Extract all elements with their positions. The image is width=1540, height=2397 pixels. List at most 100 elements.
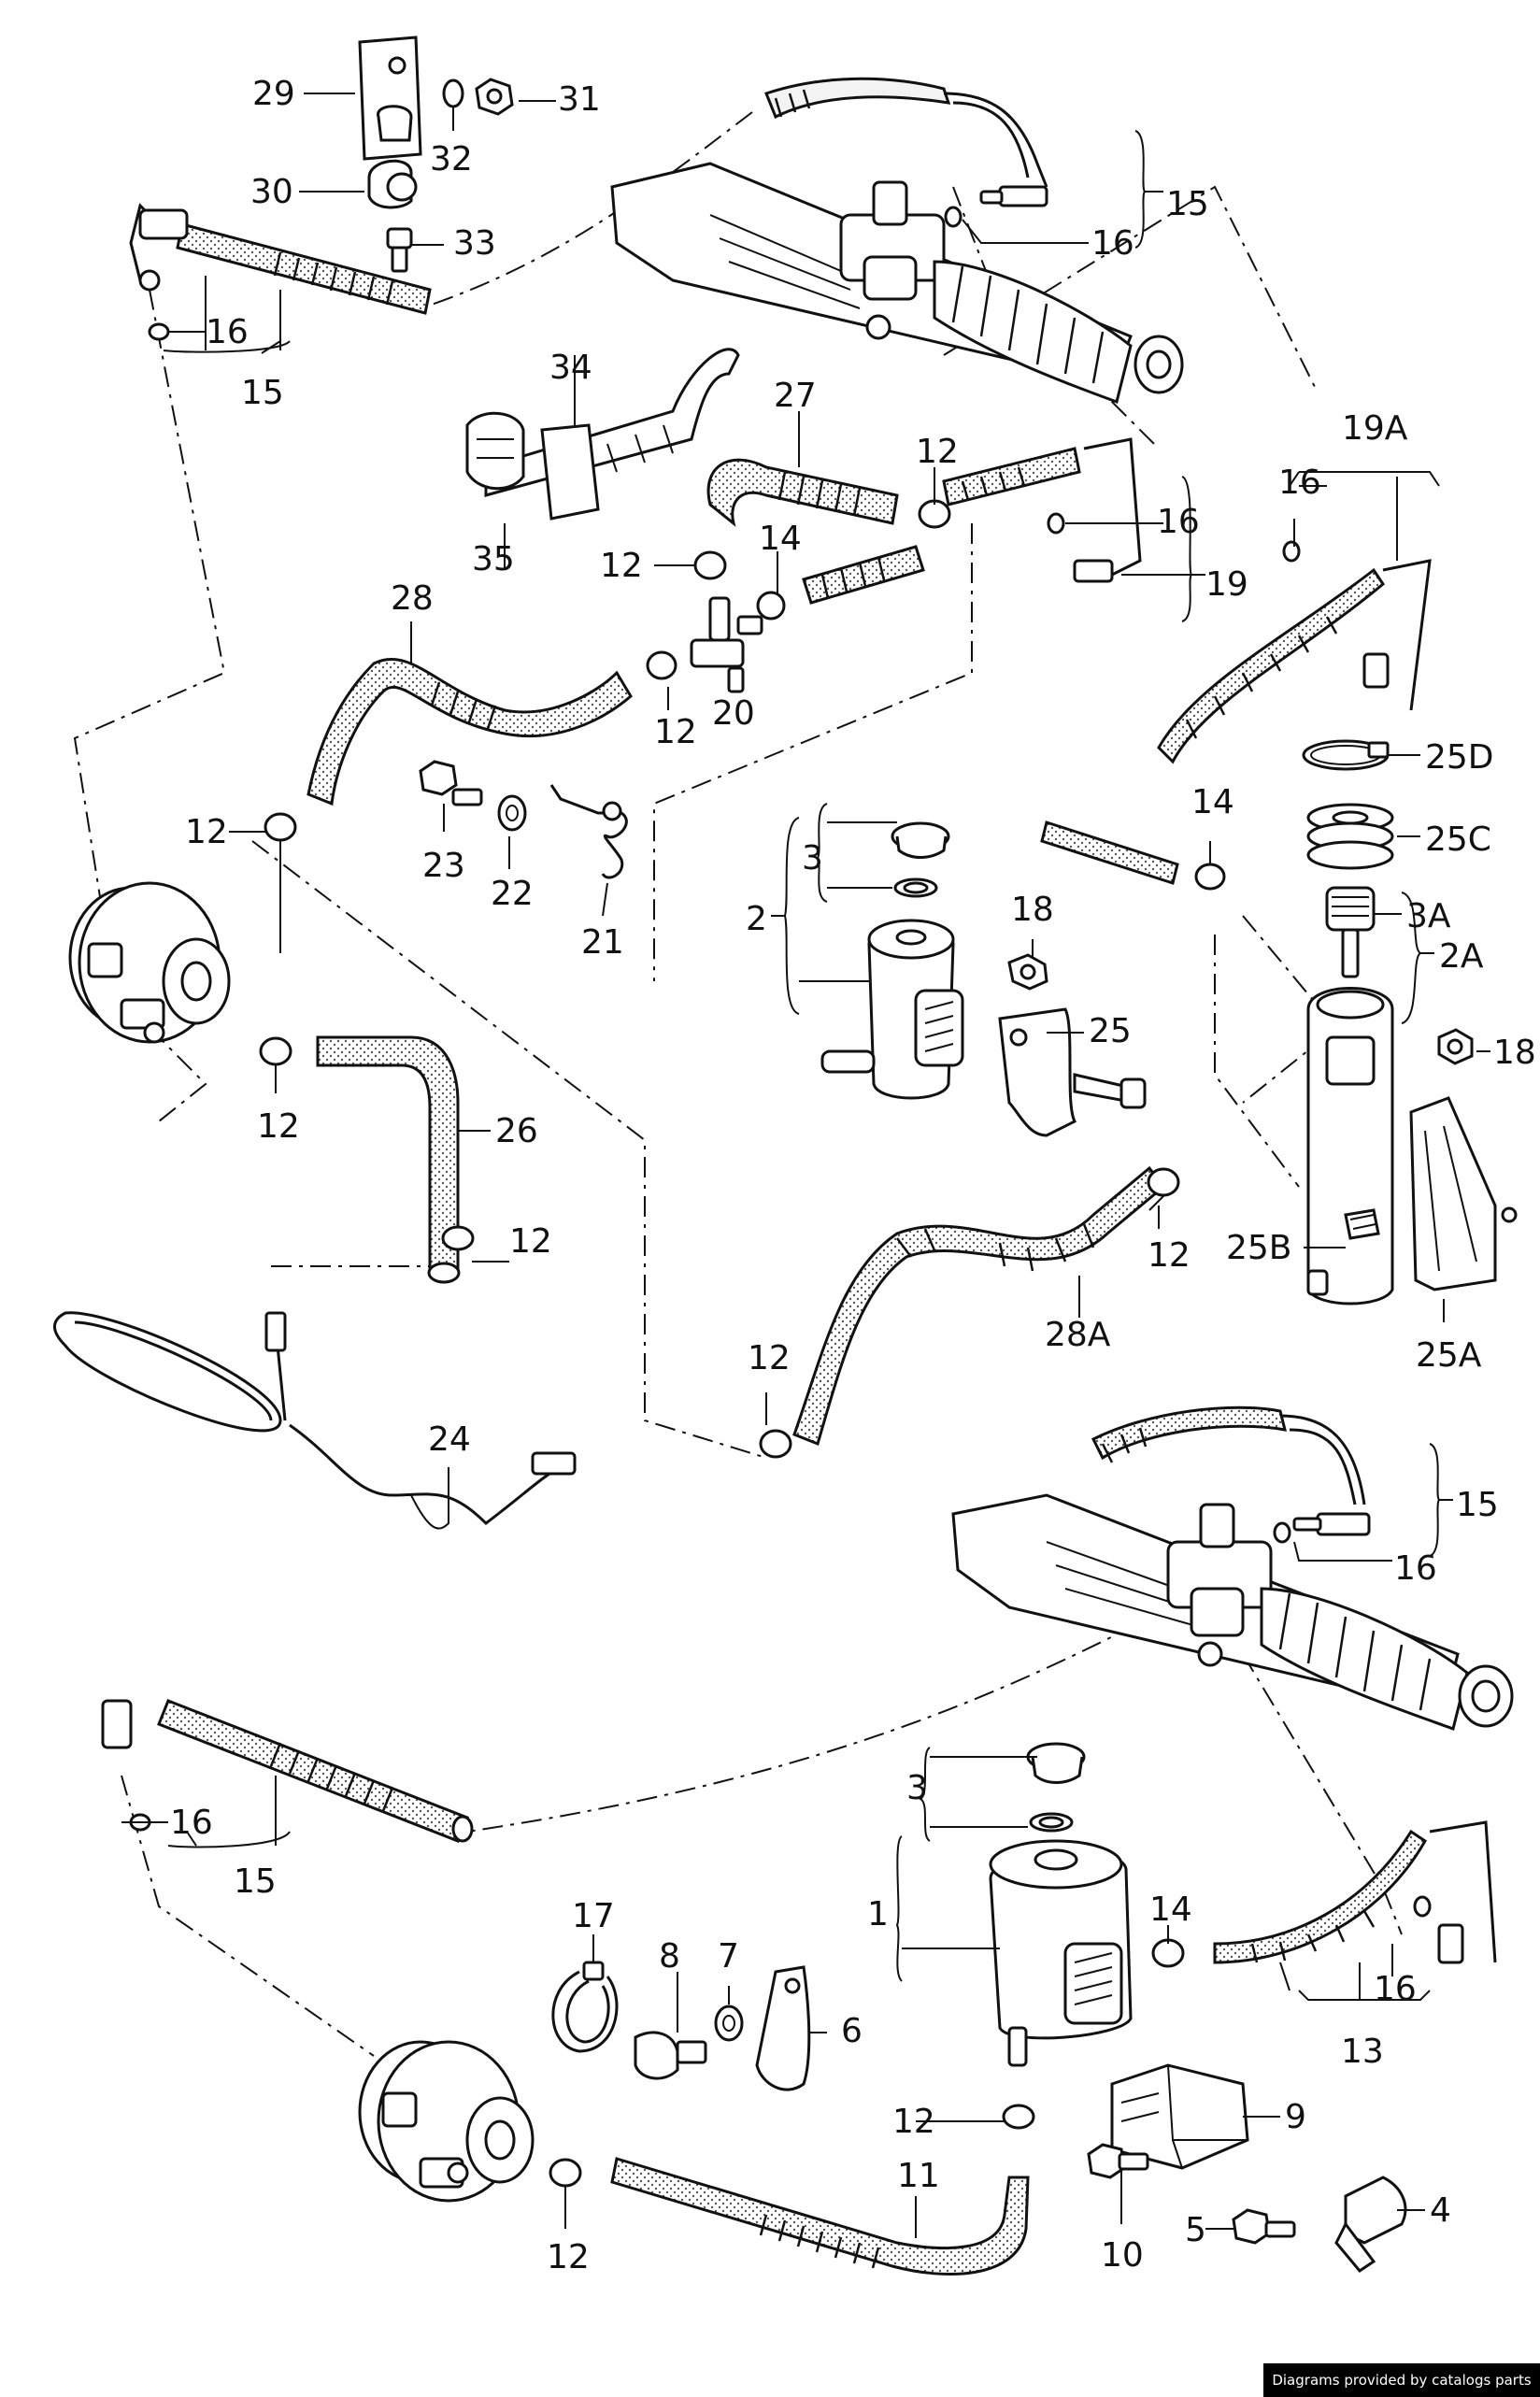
reservoir-1 [989, 1839, 1133, 2067]
label-35: 35 [472, 540, 515, 578]
bracket-34 [484, 348, 740, 521]
pressure-hose-bottom-right [1091, 1405, 1371, 1536]
clip-25B [1344, 1208, 1380, 1240]
nut-18-right [1437, 1028, 1474, 1065]
tee-20 [690, 596, 763, 693]
label-22: 22 [491, 875, 534, 913]
nut-18 [1007, 953, 1048, 991]
label-33: 33 [453, 224, 496, 263]
label-15-b: 15 [1166, 185, 1209, 223]
return-hose-13 [1213, 1820, 1497, 1964]
bracket-21 [549, 784, 628, 879]
bolt-23 [419, 760, 483, 806]
credit-banner: Diagrams provided by catalogs parts [1263, 2363, 1540, 2397]
pump-top [68, 881, 231, 1044]
label-31: 31 [558, 80, 601, 119]
label-28: 28 [391, 579, 434, 618]
label-1: 1 [867, 1895, 889, 1933]
label-3-bottom: 3 [906, 1769, 928, 1807]
label-6: 6 [841, 2012, 863, 2050]
label-11: 11 [897, 2157, 940, 2195]
label-27: 27 [774, 377, 817, 415]
reservoir-2A [1306, 987, 1394, 1306]
washer-7 [714, 2005, 744, 2042]
label-19: 19 [1205, 565, 1248, 604]
steering-rack-top [610, 162, 1184, 404]
label-12-d: 12 [185, 813, 228, 851]
pressure-hose-top-right [764, 77, 1048, 207]
cap-3A [1325, 886, 1376, 978]
label-12-j: 12 [547, 2238, 590, 2276]
return-hose-19A [1040, 559, 1432, 885]
label-16-b: 16 [1091, 224, 1134, 263]
label-25A: 25A [1416, 1336, 1482, 1375]
part-labels: 29 31 32 30 33 16 15 15 16 34 27 12 19A … [170, 75, 1536, 2276]
hose-clamps [259, 499, 1226, 2188]
label-14-a: 14 [759, 520, 802, 558]
label-21: 21 [581, 923, 624, 962]
label-12-h: 12 [748, 1339, 791, 1377]
label-34: 34 [549, 349, 592, 387]
leader-lines [121, 93, 1490, 2238]
label-15-c: 15 [1456, 1486, 1499, 1524]
label-15-d: 15 [234, 1862, 277, 1901]
pressure-hose-top-left [129, 203, 432, 315]
label-29: 29 [252, 75, 295, 113]
cap-3-bottom [1026, 1742, 1086, 1833]
label-12-c: 12 [654, 713, 697, 751]
label-18-a: 18 [1011, 891, 1054, 929]
fitting-5 [1232, 2208, 1296, 2245]
bracket-25 [998, 1007, 1147, 1137]
label-15-a: 15 [241, 374, 284, 412]
bracket-25A [1409, 1096, 1518, 1291]
label-2: 2 [746, 900, 767, 938]
bolt-8 [634, 2031, 707, 2080]
reservoir-2 [820, 919, 964, 1100]
steering-rack-bottom [951, 1493, 1514, 1731]
label-19A: 19A [1342, 409, 1408, 448]
label-2A: 2A [1439, 937, 1484, 976]
clamp-30 [367, 159, 418, 209]
label-30: 30 [250, 173, 293, 211]
hose-28 [307, 657, 633, 806]
label-16-g: 16 [1374, 1970, 1417, 2008]
bolt-33 [386, 227, 413, 273]
label-7: 7 [718, 1937, 739, 1976]
cooler-line-24 [53, 1311, 577, 1525]
washer-32 [442, 78, 464, 108]
pressure-hose-bottom-left [101, 1699, 474, 1843]
label-18-b: 18 [1493, 1034, 1536, 1072]
label-25D: 25D [1425, 738, 1494, 777]
label-32: 32 [430, 140, 473, 178]
label-23: 23 [422, 847, 465, 885]
clamp-25D [1302, 739, 1390, 771]
nut-31 [475, 78, 514, 116]
label-4: 4 [1430, 2191, 1451, 2230]
label-25B: 25B [1226, 1229, 1292, 1267]
washer-22 [497, 794, 527, 832]
label-9: 9 [1285, 2098, 1306, 2136]
label-26: 26 [495, 1112, 538, 1150]
label-12-i: 12 [892, 2103, 935, 2141]
pump-bottom [358, 2040, 535, 2203]
label-25C: 25C [1425, 820, 1491, 859]
label-16-f: 16 [170, 1804, 213, 1842]
label-28A: 28A [1045, 1316, 1111, 1354]
label-25: 25 [1089, 1012, 1132, 1050]
cap-3-top [891, 821, 950, 898]
clamp-17 [551, 1961, 619, 2053]
label-14-b: 14 [1191, 783, 1234, 821]
label-20: 20 [712, 694, 755, 733]
label-16-a: 16 [206, 313, 249, 351]
bracket-29 [358, 36, 422, 161]
hose-28A [792, 1165, 1166, 1447]
bracket-9 [1110, 2063, 1249, 2170]
seal-25C [1306, 803, 1394, 870]
label-3-top: 3 [802, 839, 823, 877]
label-10: 10 [1101, 2236, 1144, 2275]
label-13: 13 [1341, 2033, 1384, 2071]
label-12-a: 12 [916, 433, 959, 471]
label-24: 24 [428, 1420, 471, 1459]
label-17: 17 [572, 1897, 615, 1935]
label-14-c: 14 [1149, 1890, 1192, 1929]
